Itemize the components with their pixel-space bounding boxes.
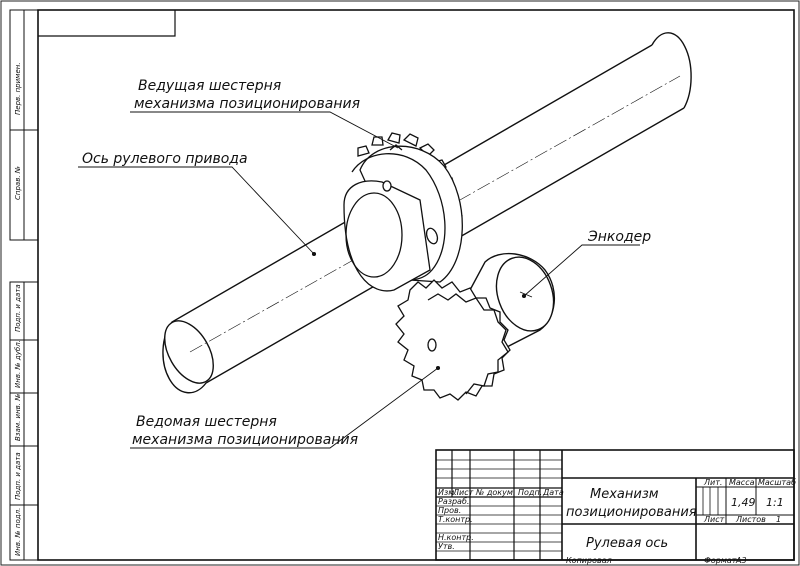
callout-drive-gear-line2: механизма позиционирования [134, 96, 360, 112]
tb-col-sign: Подп. [518, 488, 542, 497]
tb-title-line1: Механизм [590, 487, 659, 502]
side-label-sign-date-1: Подп. и дата [14, 284, 22, 332]
tb-col-izm: Изм. [438, 488, 457, 497]
tb-format-value: A3 [735, 556, 747, 565]
side-strip [9, 9, 39, 561]
side-label-orig-inv: Инв. № подл. [14, 508, 22, 556]
tb-col-doc-no: № докум. [475, 488, 515, 497]
tb-sheets-value: 1 [776, 515, 781, 524]
callout-drive-gear-line1: Ведущая шестерня [138, 78, 281, 94]
callout-axle: Ось рулевого привода [82, 151, 248, 167]
callout-encoder: Энкодер [587, 229, 651, 245]
tb-role-checked: Пров. [438, 506, 461, 515]
leader-lines [78, 111, 640, 449]
tb-role-norm-control: Н.контр. [438, 533, 474, 542]
tb-copied: Копировал [566, 556, 612, 565]
tb-lit-label: Лит. [703, 478, 722, 487]
tb-sheet-label: Лист [703, 515, 725, 524]
tb-mass-label: Масса [729, 478, 755, 487]
tb-mass-value: 1,49 [731, 496, 756, 509]
tb-role-developed: Разраб. [438, 497, 469, 506]
tb-sheets-label: Листов [735, 515, 766, 524]
callout-driven-gear-line2: механизма позиционирования [132, 432, 358, 448]
drive-gear [343, 132, 463, 292]
driven-gear [395, 279, 511, 401]
top-left-box [38, 10, 176, 37]
tb-title-line2: позиционирования [566, 505, 697, 520]
tb-scale-value: 1:1 [766, 496, 784, 509]
side-label-sign-date-2: Подп. и дата [14, 452, 22, 500]
tb-scale-label: Масштаб [758, 478, 796, 487]
tb-role-tech-control: Т.контр. [438, 515, 473, 524]
tb-col-date: Дата [542, 488, 564, 497]
callout-driven-gear-line1: Ведомая шестерня [136, 414, 277, 430]
tb-subtitle: Рулевая ось [586, 536, 668, 551]
side-label-replace-inv: Взам. инв. № [14, 393, 22, 441]
tb-role-approved: Утв. [438, 542, 455, 551]
tb-format-label: Формат [704, 556, 737, 565]
side-label-first-use: Перв. примен. [14, 62, 22, 115]
title-block [435, 449, 795, 561]
side-label-dup-inv: Инв. № дубл. [14, 340, 22, 388]
side-label-ref-no: Справ. № [14, 166, 22, 200]
tb-col-list: Лист [452, 488, 474, 497]
